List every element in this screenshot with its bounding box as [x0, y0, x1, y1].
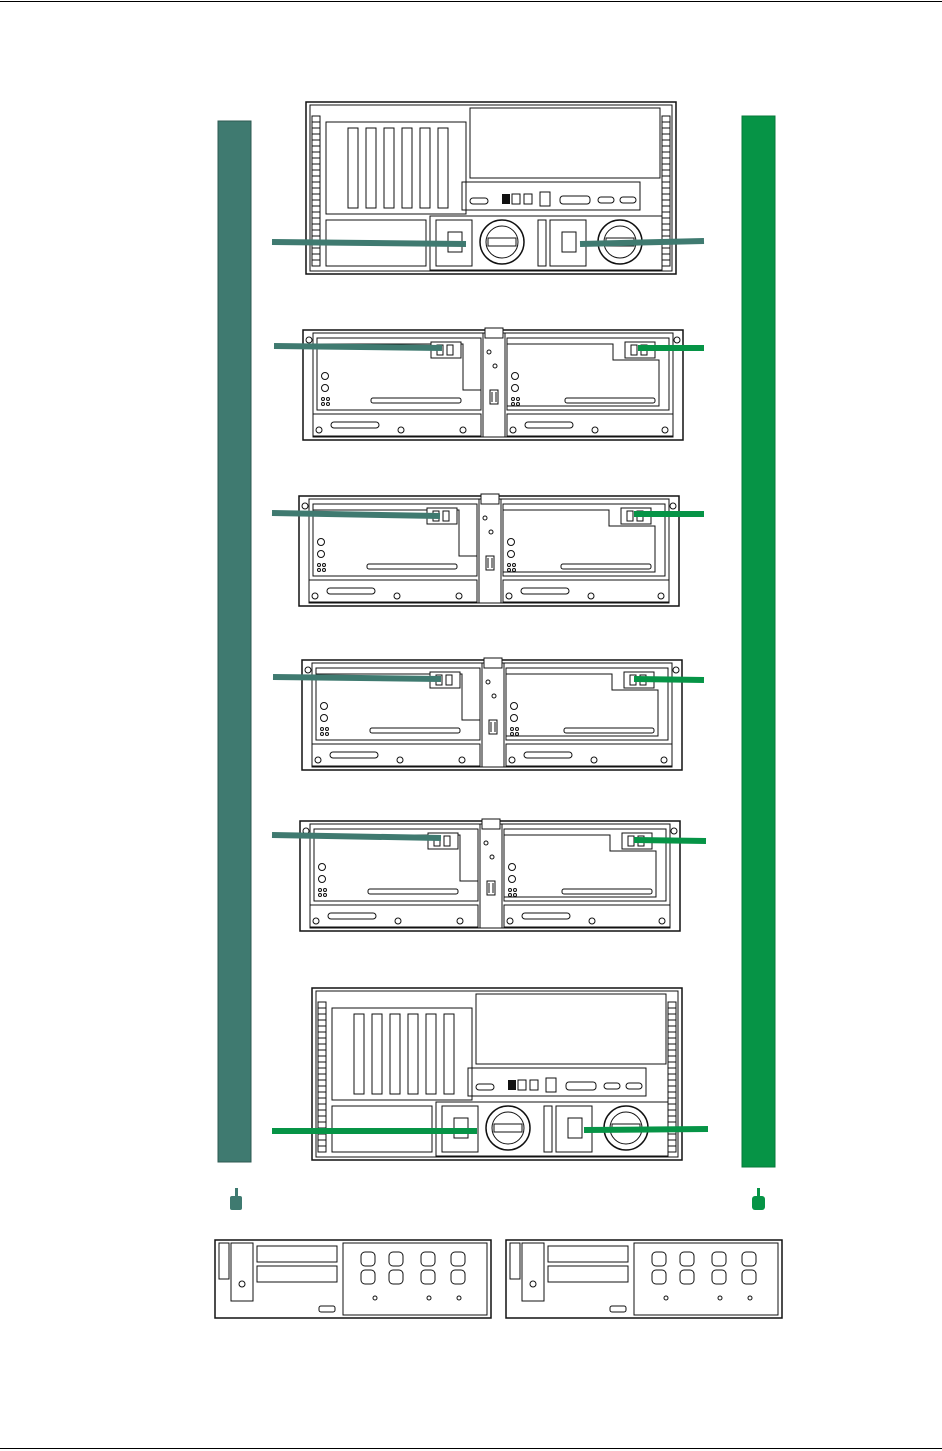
power-strip-a [218, 121, 251, 1162]
cable-a-enclosure-4 [272, 835, 441, 838]
plug-icon-a [230, 1188, 242, 1210]
cable-a-enclosure-1 [274, 346, 442, 348]
cable-a-server-top [272, 242, 466, 244]
storage-enclosure-3 [302, 658, 682, 770]
server-unit-bottom [312, 988, 682, 1160]
power-distribution-unit-a [215, 1240, 491, 1318]
cable-a-enclosure-3 [273, 677, 441, 679]
storage-enclosure-2 [299, 494, 679, 606]
cable-b-server-bottom [584, 1129, 708, 1130]
server-unit-top [306, 102, 676, 274]
cable-b-enclosure-3 [634, 679, 704, 680]
cable-b-server-top [580, 241, 704, 244]
power-strip-b [742, 116, 775, 1167]
cable-b-enclosure-4 [634, 840, 706, 841]
plug-icon-b [752, 1188, 765, 1210]
power-distribution-unit-b [506, 1240, 782, 1318]
cable-a-enclosure-2 [272, 513, 440, 516]
